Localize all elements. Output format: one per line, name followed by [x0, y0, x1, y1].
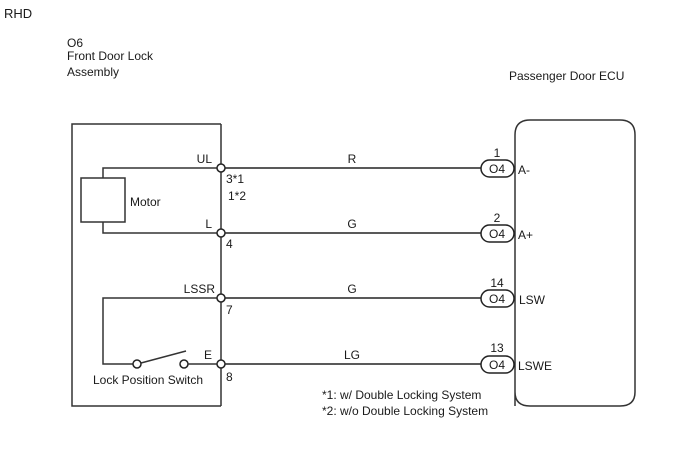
connector-id: O4 — [489, 162, 505, 176]
terminal-lssr-pin: 7 — [226, 303, 233, 317]
front-door-lock-assembly-box — [71, 123, 221, 407]
ecu-terminal-name: A+ — [518, 228, 533, 242]
connector-oval — [480, 159, 515, 178]
connector-pin: 14 — [490, 276, 504, 290]
ecu-connector-lsw: O4 14 LSW — [480, 276, 546, 308]
switch-contact-right — [179, 359, 189, 369]
switch-contact-left — [132, 359, 142, 369]
connector-oval — [480, 224, 515, 243]
connector-oval — [480, 355, 515, 374]
wire-color-r: R — [348, 152, 357, 166]
ecu-terminal-name: LSWE — [518, 359, 552, 373]
ecu-terminal-name: A- — [518, 163, 530, 177]
terminal-l-node — [216, 228, 226, 238]
motor-label: Motor — [130, 195, 161, 209]
lock-position-switch — [102, 297, 217, 369]
motor-wire-bottom — [102, 222, 217, 234]
terminal-l-pin: 4 — [226, 237, 233, 251]
terminal-ul-node — [216, 163, 226, 173]
wire-color-g-1: G — [347, 217, 356, 231]
terminal-e-node — [216, 359, 226, 369]
connector-pin: 13 — [490, 341, 504, 355]
connector-oval — [480, 289, 515, 308]
terminal-ul-pin: 3*1 — [226, 172, 244, 186]
switch-label: Lock Position Switch — [93, 373, 203, 387]
terminal-ul-pin-alt: 1*2 — [228, 189, 246, 203]
connector-id: O4 — [489, 292, 505, 306]
terminal-e-name: E — [204, 348, 212, 362]
switch-blade-icon — [140, 350, 187, 364]
left-component-name-2: Assembly — [67, 65, 119, 79]
terminal-lssr-name: LSSR — [184, 282, 216, 296]
motor-wire-top — [102, 167, 217, 178]
ecu-connector-a-plus: O4 2 A+ — [480, 211, 533, 243]
region-label: RHD — [4, 6, 32, 21]
connector-pin: 1 — [494, 146, 501, 160]
wire-color-g-2: G — [347, 282, 356, 296]
wire-color-lg: LG — [344, 348, 360, 362]
connector-id: O4 — [489, 358, 505, 372]
right-component-name: Passenger Door ECU — [509, 69, 624, 83]
note-2: *2: w/o Double Locking System — [322, 404, 488, 418]
connector-id: O4 — [489, 227, 505, 241]
motor-icon — [80, 177, 126, 223]
ecu-connector-a-minus: O4 1 A- — [480, 146, 530, 178]
passenger-door-ecu-box — [514, 119, 636, 407]
terminal-lssr-node — [216, 293, 226, 303]
note-1: *1: w/ Double Locking System — [322, 388, 481, 402]
terminal-e-pin: 8 — [226, 370, 233, 384]
ecu-terminal-name: LSW — [519, 293, 546, 307]
left-component-name-1: Front Door Lock — [67, 49, 154, 63]
connector-pin: 2 — [494, 211, 501, 225]
ecu-connector-lswe: O4 13 LSWE — [480, 341, 552, 374]
terminal-ul-name: UL — [197, 152, 213, 166]
motor — [80, 167, 217, 234]
terminal-l-name: L — [205, 217, 212, 231]
left-connector-id: O6 — [67, 36, 83, 50]
switch-wire — [102, 297, 217, 365]
